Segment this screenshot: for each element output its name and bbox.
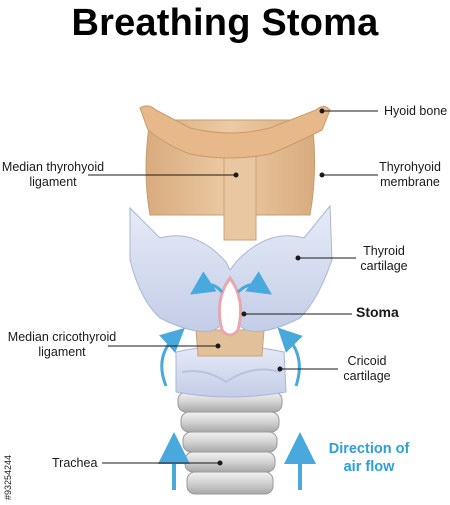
stoma-flow-arrow-left [190,271,224,295]
image-id-text: #93254244 [3,454,13,500]
label-median-cricothyroid-ligament: Median cricothyroid ligament [2,330,122,360]
stoma-opening [217,275,243,337]
label-line: Thyrohyoid [379,160,441,174]
label-line: Thyroid [363,244,405,258]
label-trachea-text: Trachea [52,456,98,470]
label-air-flow-direction: Direction of air flow [316,440,422,476]
label-line: Cricoid [347,354,387,368]
label-line: Direction of [328,441,410,457]
label-line: Median cricothyroid [7,330,117,344]
stoma-flow-arrow-right [236,271,272,295]
label-line: membrane [380,175,440,189]
label-thyrohyoid-membrane: Thyrohyoid membrane [374,160,446,190]
label-line: air flow [343,459,395,475]
hyoid-bone [139,105,331,159]
label-hyoid-bone: Hyoid bone [384,104,447,119]
label-stoma-text: Stoma [356,304,399,320]
label-trachea: Trachea [52,456,97,471]
label-line: Median thyrohyoid [1,160,105,174]
trachea [177,391,283,495]
cricothyroid-ligament [195,329,265,357]
median-thyrohyoid-ligament [223,149,257,241]
airflow-arrow-left [159,327,185,387]
label-thyroid-cartilage: Thyroid cartilage [350,244,418,274]
label-cricoid-cartilage: Cricoid cartilage [330,354,404,384]
airflow-arrow-right [277,327,303,387]
leader-lines [88,108,378,466]
label-line: cartilage [360,259,408,273]
label-median-thyrohyoid-ligament: Median thyrohyoid ligament [0,160,106,190]
label-stoma: Stoma [356,305,399,320]
label-line: ligament [38,345,86,359]
label-line: cartilage [343,369,391,383]
label-hyoid-bone-text: Hyoid bone [384,104,448,118]
label-line: ligament [29,175,77,189]
image-id-watermark: #93254244 [2,360,16,500]
diagram-title: Breathing Stoma [71,2,379,44]
